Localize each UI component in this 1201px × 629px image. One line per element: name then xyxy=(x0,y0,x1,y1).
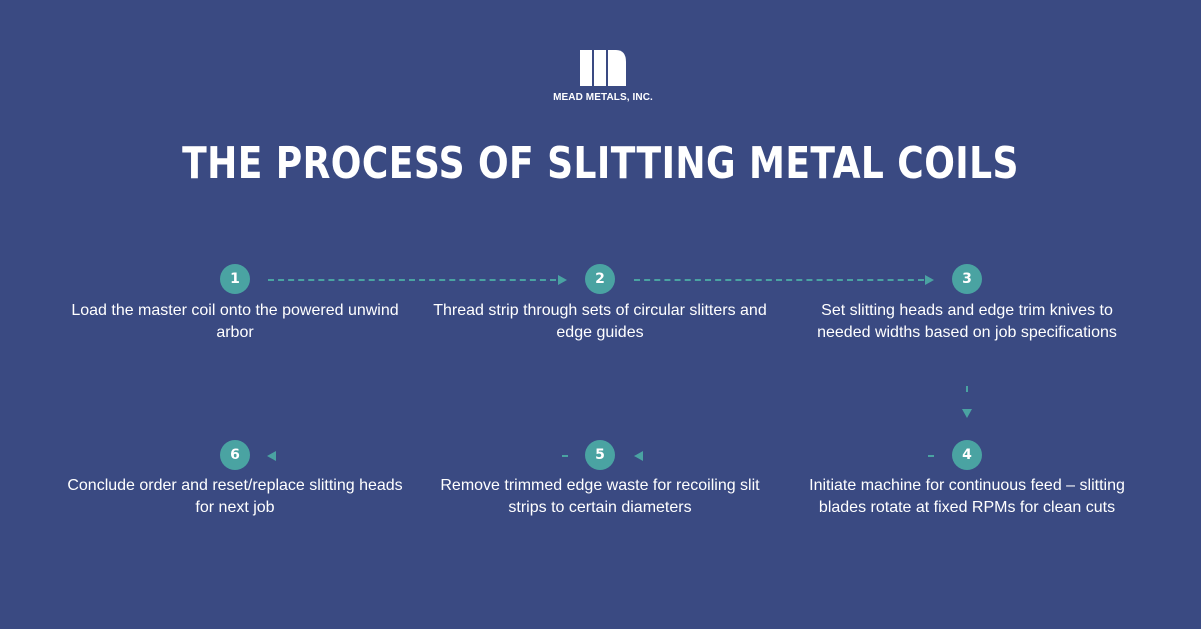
company-logo: MEAD METALS, INC. xyxy=(548,48,658,103)
connector-4-5 xyxy=(928,455,934,457)
step-2-text: Thread strip through sets of circular sl… xyxy=(433,302,767,341)
step-1-badge: 1 xyxy=(220,264,250,294)
step-1-text: Load the master coil onto the powered un… xyxy=(71,302,399,341)
arrow-right-icon xyxy=(925,275,934,285)
arrow-left-icon xyxy=(267,451,276,461)
arrow-right-icon xyxy=(558,275,567,285)
step-2-badge: 2 xyxy=(585,264,615,294)
step-6-badge: 6 xyxy=(220,440,250,470)
company-name: MEAD METALS, INC. xyxy=(553,92,653,103)
connector-1-2 xyxy=(268,279,556,281)
connector-2-3 xyxy=(634,279,924,281)
step-3-text: Set slitting heads and edge trim knives … xyxy=(817,302,1117,341)
arrow-left-icon xyxy=(634,451,643,461)
step-5-text: Remove trimmed edge waste for recoiling … xyxy=(440,477,760,516)
step-5-badge: 5 xyxy=(585,440,615,470)
step-4-text: Initiate machine for continuous feed – s… xyxy=(809,477,1125,516)
step-4-badge: 4 xyxy=(952,440,982,470)
connector-3-4 xyxy=(966,386,968,392)
step-6-text: Conclude order and reset/replace slittin… xyxy=(67,477,403,516)
connector-5-6 xyxy=(562,455,568,457)
step-3-badge: 3 xyxy=(952,264,982,294)
mead-logo-icon xyxy=(580,50,626,86)
page-title: THE PROCESS OF SLITTING METAL COILS xyxy=(182,138,1019,189)
arrow-down-icon xyxy=(962,409,972,418)
